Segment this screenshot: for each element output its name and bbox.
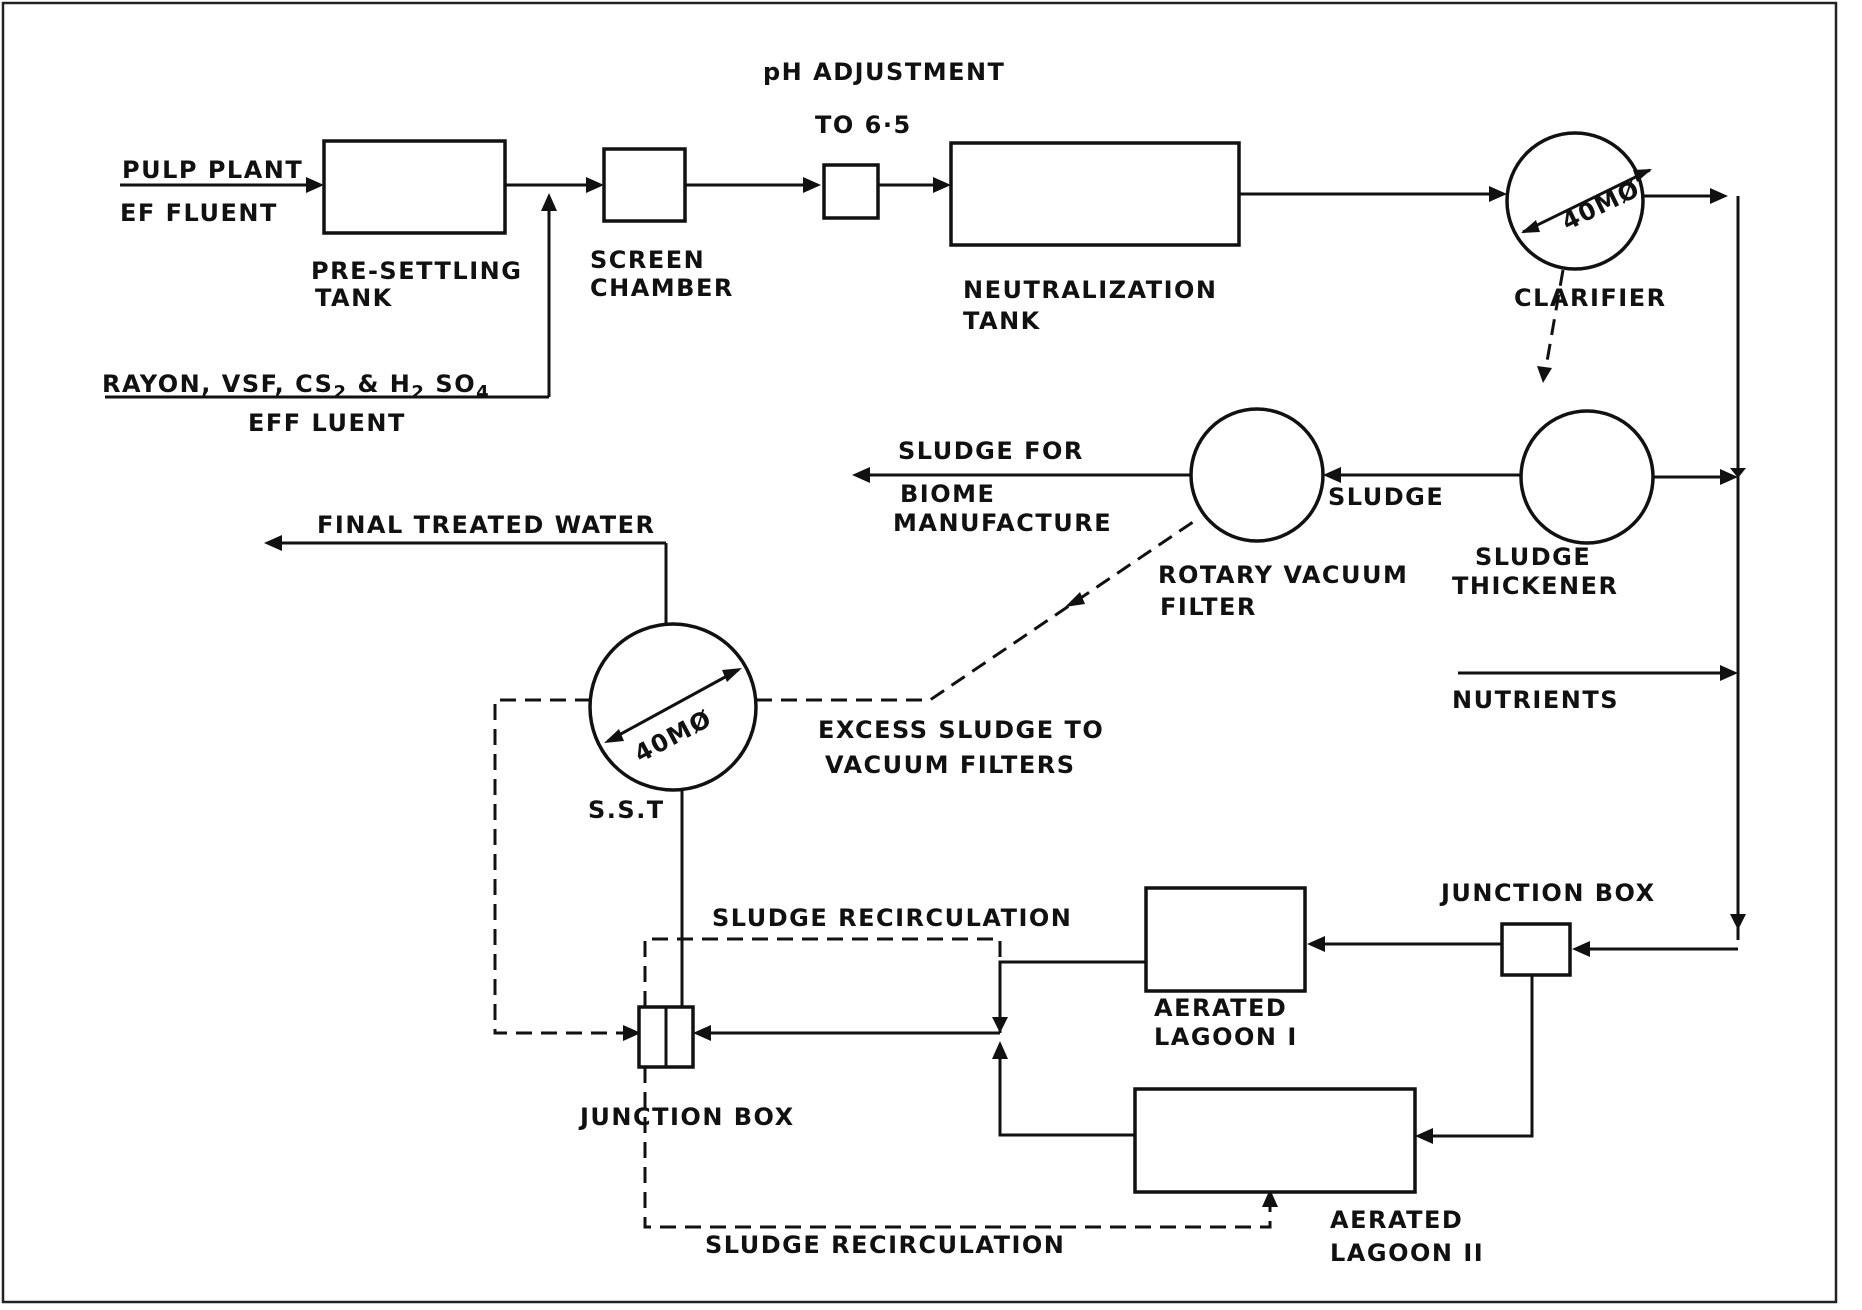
clarifier-to-thickener-dashed — [1543, 269, 1565, 374]
label-sludge-2: SLUDGE — [1475, 543, 1591, 571]
label-aerated-1: AERATED — [1154, 994, 1287, 1022]
aerated-lagoon-1 — [1144, 886, 1307, 993]
rotary-vacuum-filter-circle — [1189, 407, 1325, 543]
label-sludge: SLUDGE — [1328, 483, 1444, 511]
label-excess-sludge: EXCESS SLUDGE TO — [818, 716, 1104, 744]
arrow-into-thickener — [1537, 366, 1552, 383]
label-screen: SCREEN — [590, 246, 705, 274]
label-vacuum-filters: VACUUM FILTERS — [825, 751, 1076, 779]
label-rayon-and: & H — [358, 370, 412, 398]
arrow-into-lagoon2 — [1415, 1128, 1433, 1144]
label-sludge-recirc-2: SLUDGE RECIRCULATION — [705, 1231, 1065, 1259]
label-tank-1: TANK — [315, 284, 393, 312]
clarifier-diameter-line — [1522, 168, 1651, 234]
sst-return-dashed — [493, 698, 631, 1035]
sst-diameter-line — [607, 668, 739, 743]
arrow-lagoon2-up — [992, 1041, 1008, 1059]
label-chamber: CHAMBER — [590, 274, 734, 302]
arrow-into-rvf — [1323, 467, 1341, 483]
arrow-rayon-up — [541, 193, 557, 211]
label-rayon-sub3: 4 — [476, 382, 490, 403]
arrow-excess-sludge — [1065, 592, 1085, 607]
label-manufacture: MANUFACTURE — [893, 509, 1112, 537]
label-sludge-recirc-1: SLUDGE RECIRCULATION — [712, 904, 1072, 932]
label-neutralization: NEUTRALIZATION — [963, 276, 1218, 304]
sst-diameter-arrow-right — [722, 668, 742, 682]
excess-sludge-dashed — [756, 520, 1194, 702]
label-pre-settling: PRE-SETTLING — [311, 257, 522, 285]
arrow-into-jb-left — [693, 1025, 711, 1041]
label-thickener: THICKENER — [1452, 572, 1618, 600]
label-clarifier: CLARIFIER — [1514, 284, 1667, 312]
lagoon1-out-line — [998, 960, 1146, 1033]
label-sludge-for: SLUDGE FOR — [898, 437, 1084, 465]
arrow-into-neutralization — [933, 177, 951, 193]
sludge-thickener-circle — [1519, 409, 1655, 545]
label-filter: FILTER — [1160, 593, 1257, 621]
arrow-into-presettling — [306, 177, 324, 193]
label-rayon-sub1: 2 — [333, 382, 347, 403]
label-rayon-sub2: 2 — [411, 382, 425, 403]
arrow-thickener-trunk — [1720, 469, 1738, 485]
arrow-nutrients — [1720, 665, 1738, 681]
label-nutrients: NUTRIENTS — [1452, 686, 1619, 714]
ph-adjustment-box — [822, 163, 880, 220]
label-lagoon-1: LAGOON I — [1154, 1023, 1298, 1051]
arrow-into-jb-right — [1572, 941, 1590, 957]
label-tank-2: TANK — [963, 307, 1041, 335]
arrow-into-screen — [586, 177, 604, 193]
jb-to-lagoon2-line — [1427, 975, 1534, 1138]
arrow-into-ph-box — [803, 177, 821, 193]
aerated-lagoon-2 — [1133, 1087, 1417, 1194]
label-rotary-vacuum: ROTARY VACUUM — [1158, 561, 1408, 589]
arrow-final-water — [264, 535, 282, 551]
label-aerated-2: AERATED — [1330, 1206, 1463, 1234]
label-biome: BIOME — [900, 480, 995, 508]
sst-diameter-arrow-left — [604, 729, 624, 743]
label-junction-box-2: JUNCTION BOX — [578, 1103, 795, 1131]
arrow-recirc-bottom — [1262, 1189, 1278, 1207]
lagoon2-out-line — [998, 1045, 1135, 1137]
trunk-arrow-2 — [1730, 914, 1746, 930]
trunk-arrow-1 — [1730, 468, 1746, 478]
label-lagoon-2: LAGOON II — [1330, 1239, 1484, 1267]
label-pulp-plant: PULP PLANT — [122, 156, 303, 184]
junction-box-right — [1500, 922, 1572, 977]
arrow-to-biome — [852, 467, 870, 483]
label-final-water: FINAL TREATED WATER — [317, 511, 655, 539]
clarifier-circle — [1505, 131, 1645, 271]
arrow-dashed-into-jb — [623, 1025, 641, 1041]
screen-chamber — [602, 147, 687, 223]
label-ph-adjustment: pH ADJUSTMENT — [763, 58, 1005, 86]
clarifier-diameter-arrow-right — [1633, 169, 1652, 182]
label-effluent-1: EF FLUENT — [120, 199, 278, 227]
label-rayon-so: SO — [435, 370, 476, 398]
arrow-into-lagoon1 — [1307, 936, 1325, 952]
label-rayon-main: RAYON, VSF, CS — [102, 370, 333, 398]
label-junction-box-1: JUNCTION BOX — [1439, 879, 1656, 907]
sludge-recirculation-bottom-dashed — [643, 1067, 1272, 1229]
clarifier-diameter-arrow-left — [1521, 220, 1540, 233]
neutralization-tank — [949, 141, 1241, 247]
arrow-into-clarifier — [1489, 186, 1507, 202]
label-sst: S.S.T — [588, 796, 665, 824]
arrow-to-trunk — [1710, 188, 1728, 204]
label-to-65: TO 6·5 — [815, 111, 912, 139]
pre-settling-tank — [322, 139, 507, 235]
label-effluent-2: EFF LUENT — [248, 409, 406, 437]
sludge-recirculation-top-dashed — [643, 937, 1002, 1025]
